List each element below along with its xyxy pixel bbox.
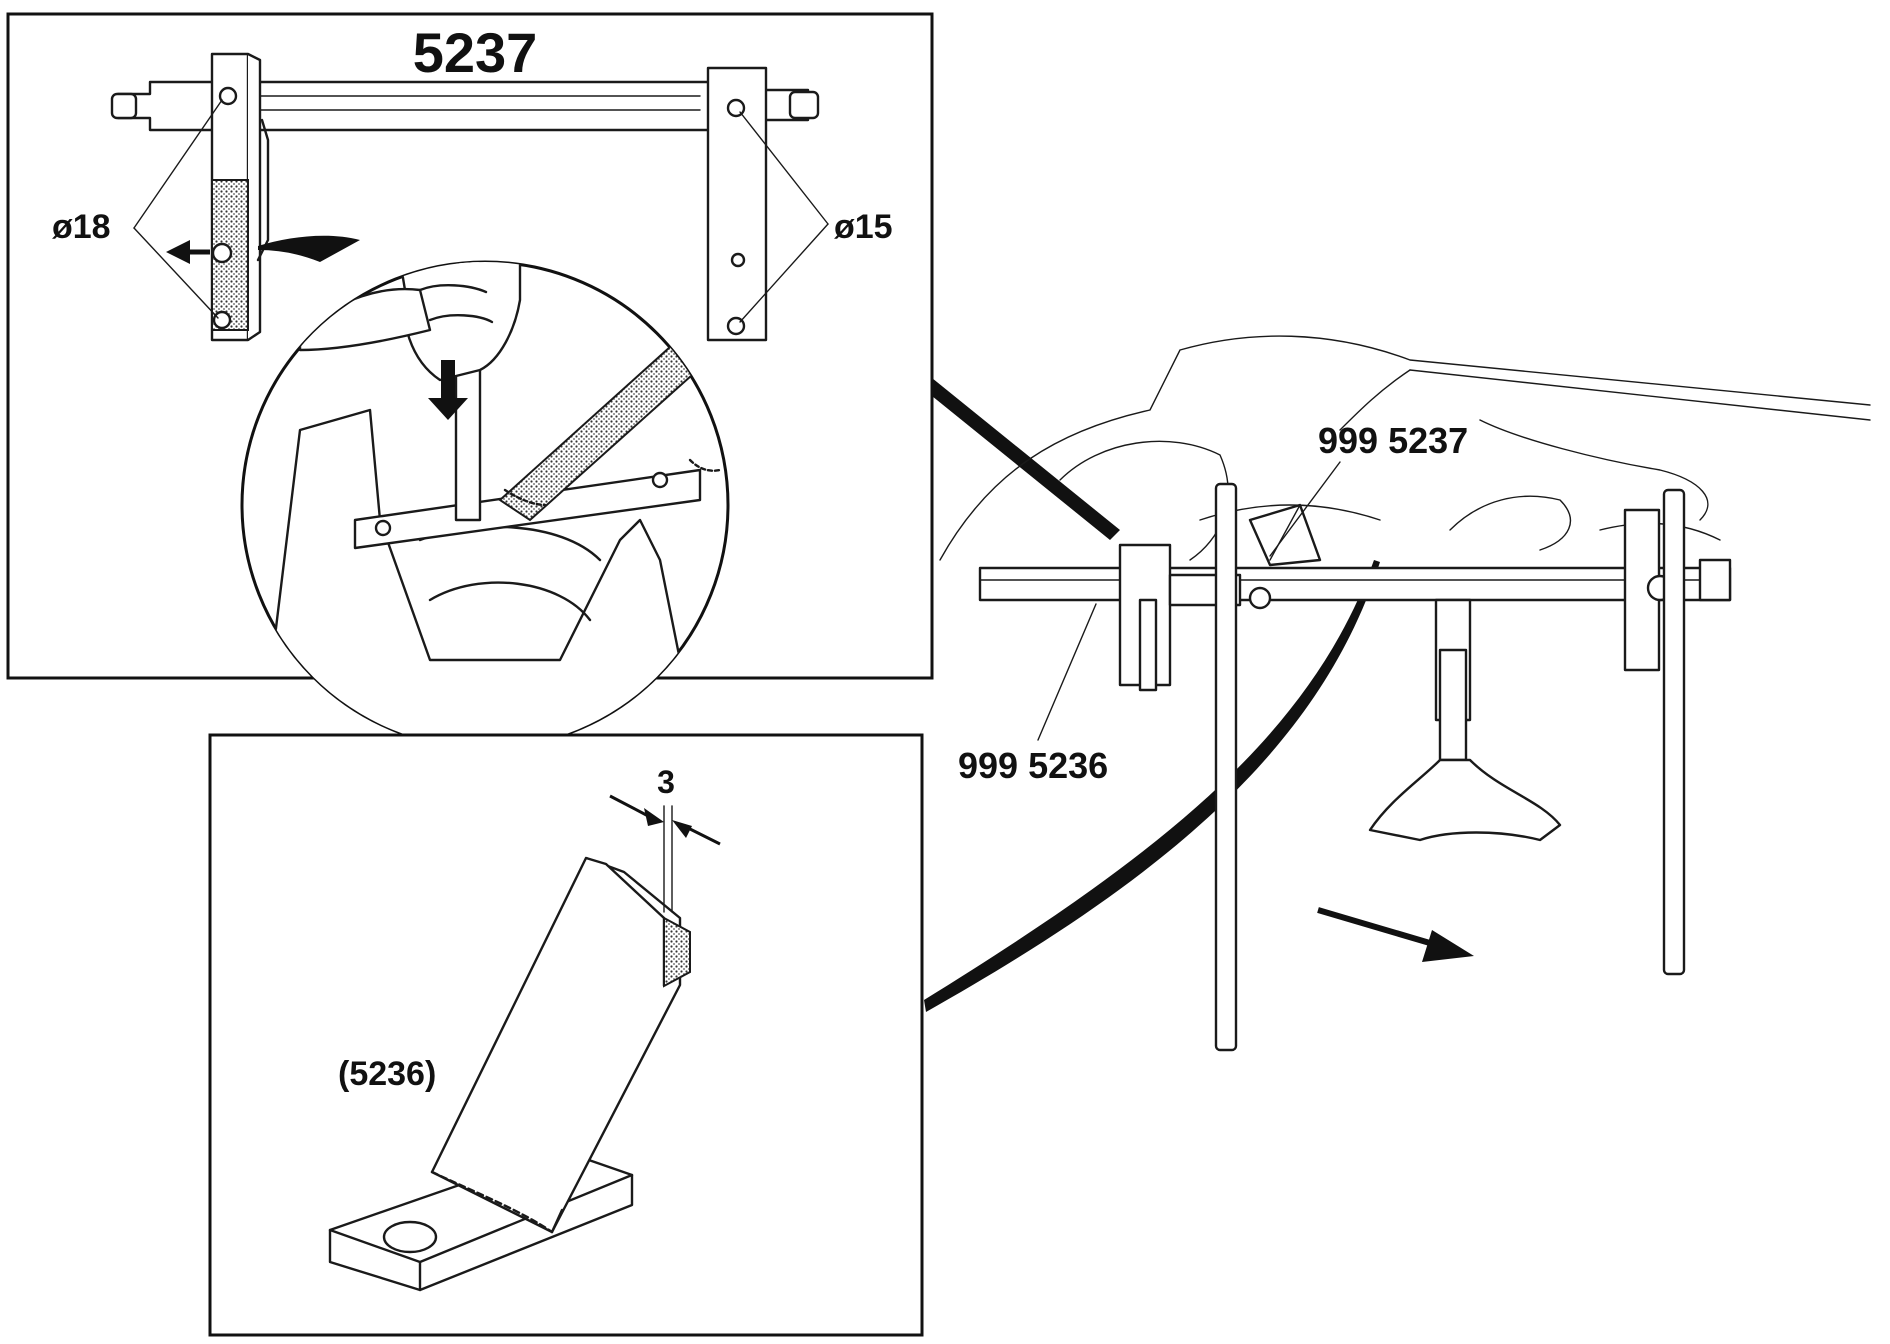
tool-5237-right-plate — [706, 66, 768, 342]
jack-stand — [1368, 598, 1562, 842]
support-posts — [1214, 482, 1686, 1052]
hole-diameter-18-label: ø18 — [52, 208, 111, 246]
hole-18-middle — [211, 242, 233, 264]
panel-title: 5237 — [413, 21, 538, 84]
welding-magnifier — [240, 260, 730, 750]
dimension-value-label: 3 — [657, 764, 675, 800]
hole-diameter-15-label: ø15 — [834, 208, 893, 246]
tool-5237-rod — [110, 80, 820, 132]
hole-18-bottom — [212, 310, 232, 330]
tool-999-5236-label: 999 5236 — [958, 745, 1108, 786]
hole-18-top — [218, 86, 238, 106]
top-detail-panel: 5237 ø18 ø15 — [6, 12, 934, 750]
callout-pointer — [258, 235, 360, 262]
tool-5237-left-plate — [210, 52, 270, 342]
part-5236-bracket — [430, 856, 691, 1234]
hole-15-middle — [730, 252, 746, 268]
direction-arrow-icon — [1317, 907, 1474, 962]
part-number-label: (5236) — [338, 1055, 436, 1093]
tool-999-5237-label: 999 5237 — [1318, 420, 1468, 461]
dimension-3-marker — [609, 794, 721, 913]
callout-pointer-upper — [932, 378, 1120, 540]
assembly-view: 999 5237 999 5236 — [924, 335, 1871, 1052]
support-beam-5236 — [978, 508, 1732, 692]
bottom-detail-panel: 3 (5236) — [208, 733, 924, 1337]
removal-arrow-icon — [166, 240, 210, 264]
hole-leader-lines — [133, 99, 829, 323]
